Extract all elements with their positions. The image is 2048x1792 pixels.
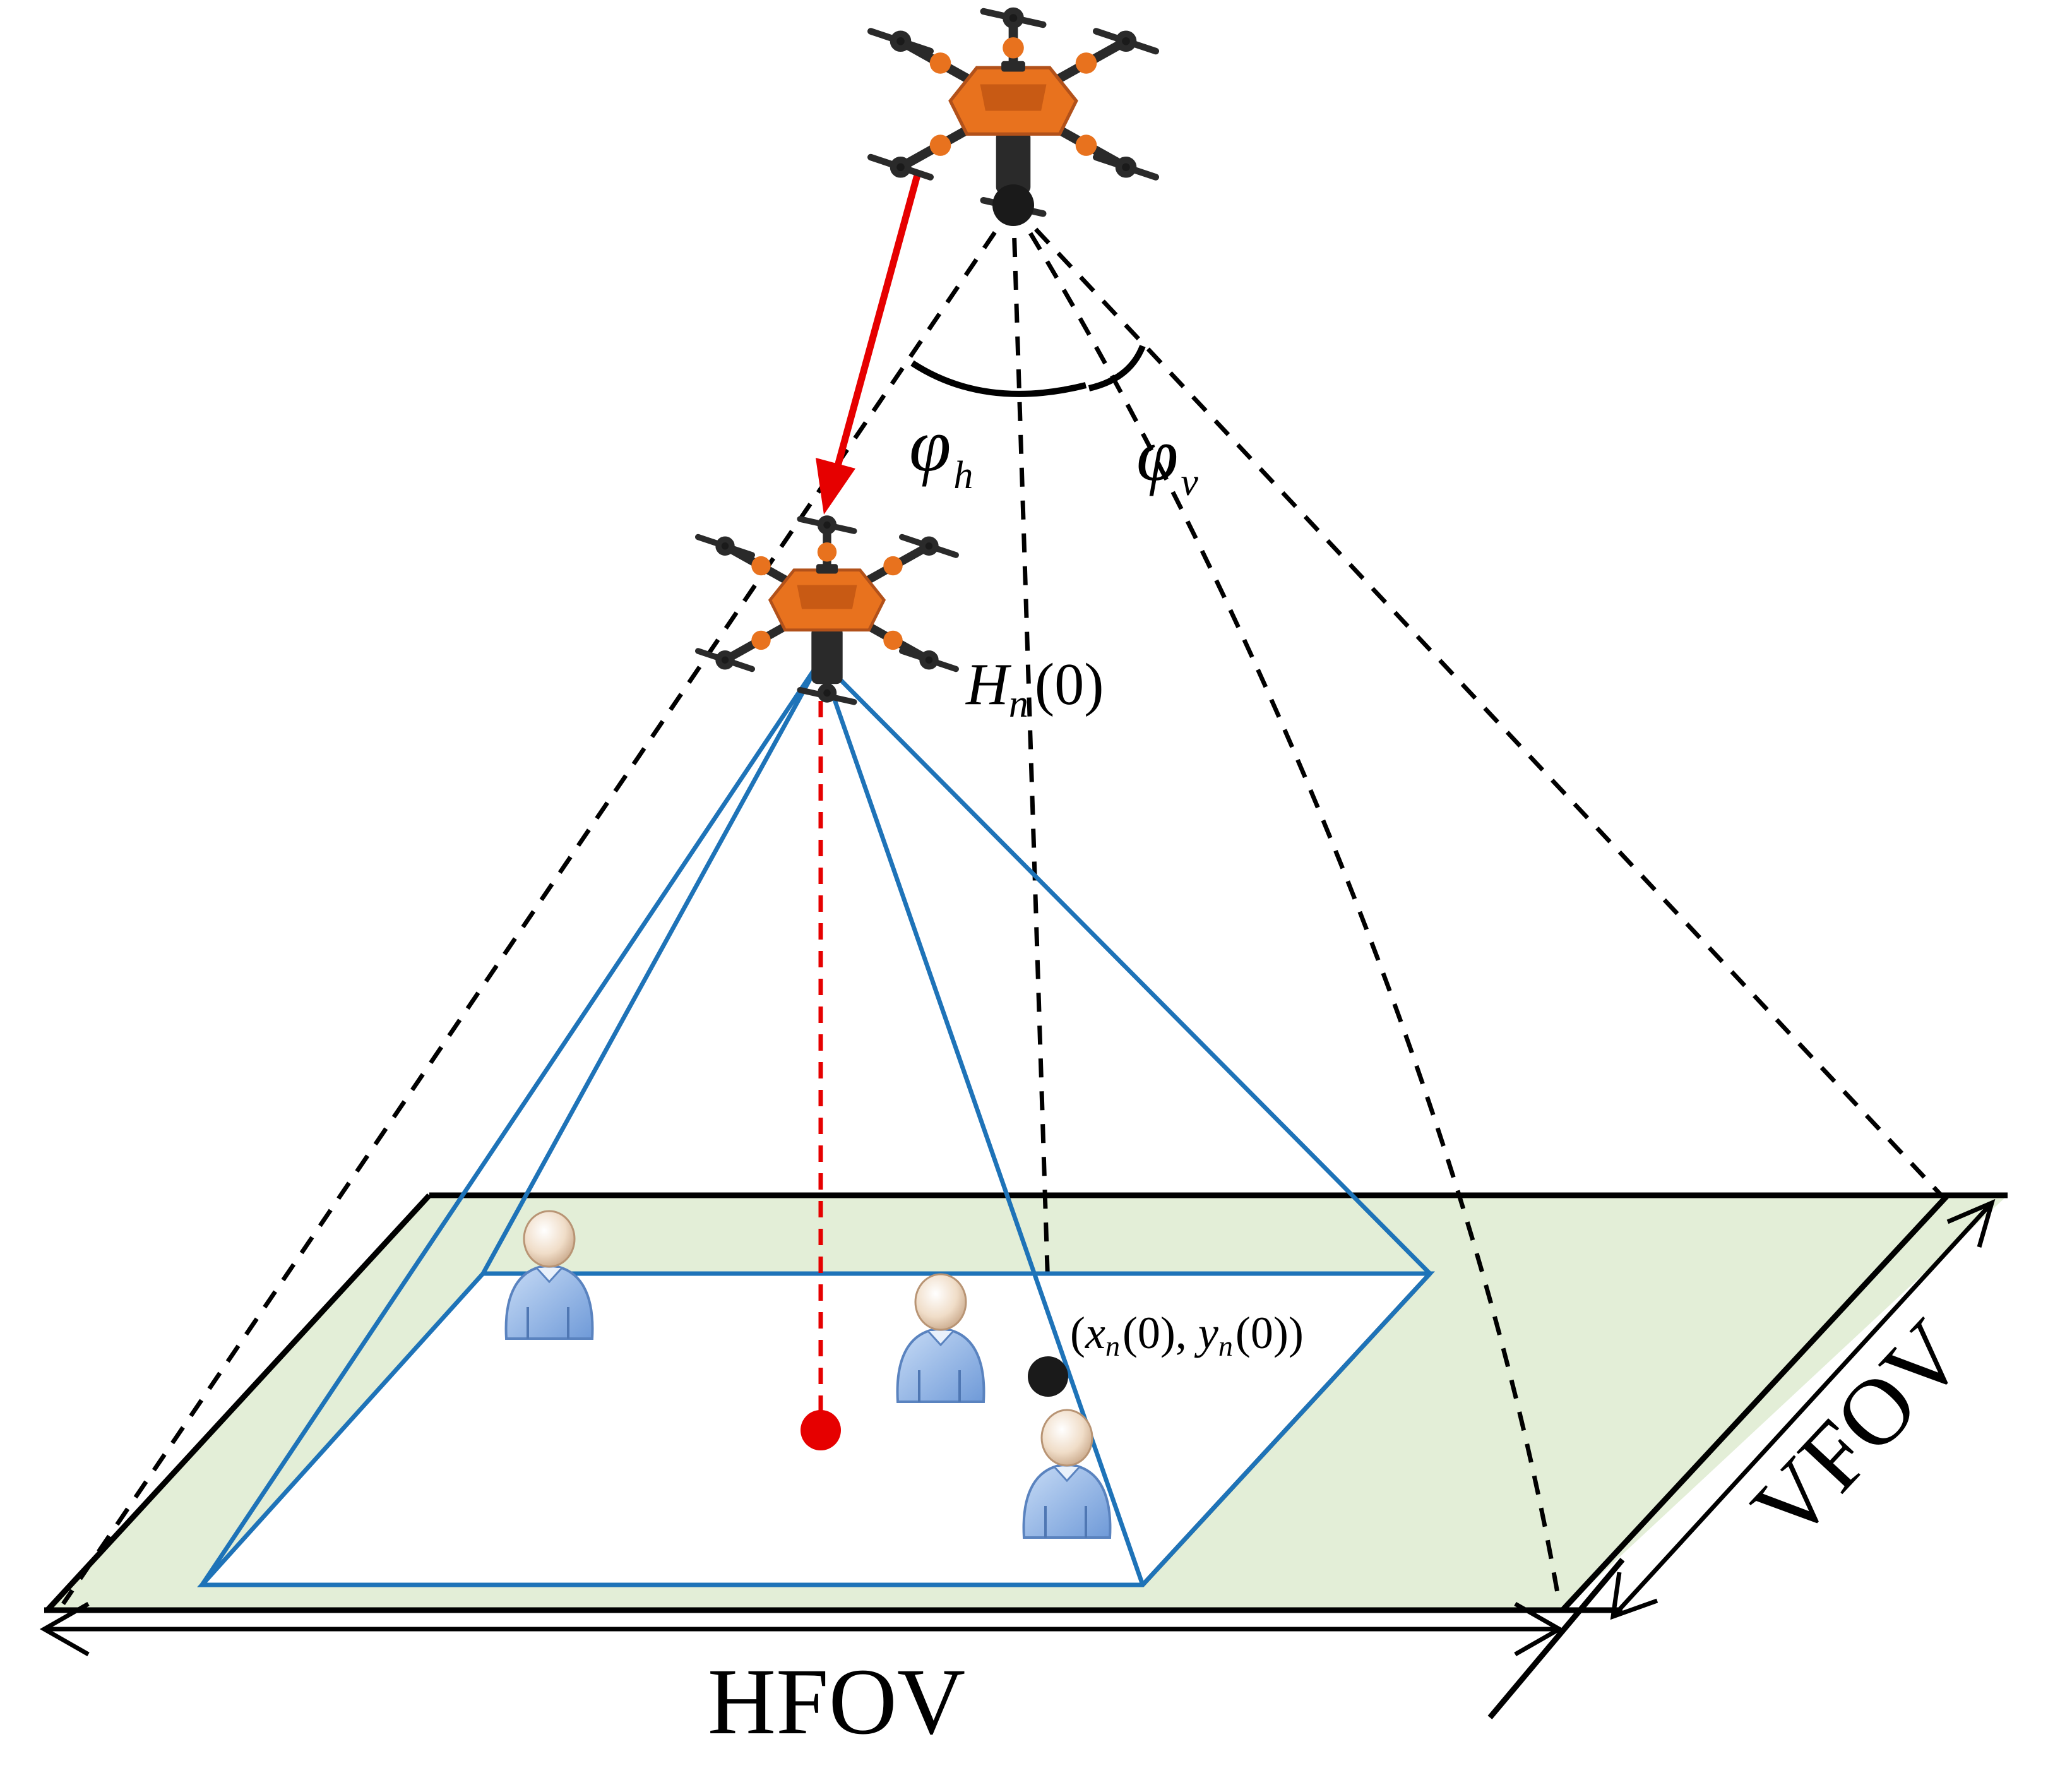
ground-right-edge [1560,1193,1950,1613]
high-fov-lines [61,203,1943,1605]
drone-low-icon [698,518,956,702]
hfov-end-tick [1487,1558,1625,1719]
ground-position-point [1028,1356,1068,1397]
phi-h-arc [910,360,1087,397]
descent-arrowhead [816,458,855,515]
phi-v-arc [1088,345,1146,391]
projection-point [801,1410,841,1450]
vfov-arrow [1610,1198,1996,1620]
position-label: (xn(0), yn(0)) [1070,1308,1304,1362]
height-label: Hn(0) [965,652,1104,726]
hfov-label: HFOV [708,1649,965,1754]
phi-h-label: φh [909,403,973,497]
descent-arrow [833,169,922,472]
drone-high-point [992,184,1034,226]
ground-left-edge [45,1193,432,1613]
hfov-arrow [39,1601,1564,1657]
phi-v-label: φv [1136,412,1198,504]
